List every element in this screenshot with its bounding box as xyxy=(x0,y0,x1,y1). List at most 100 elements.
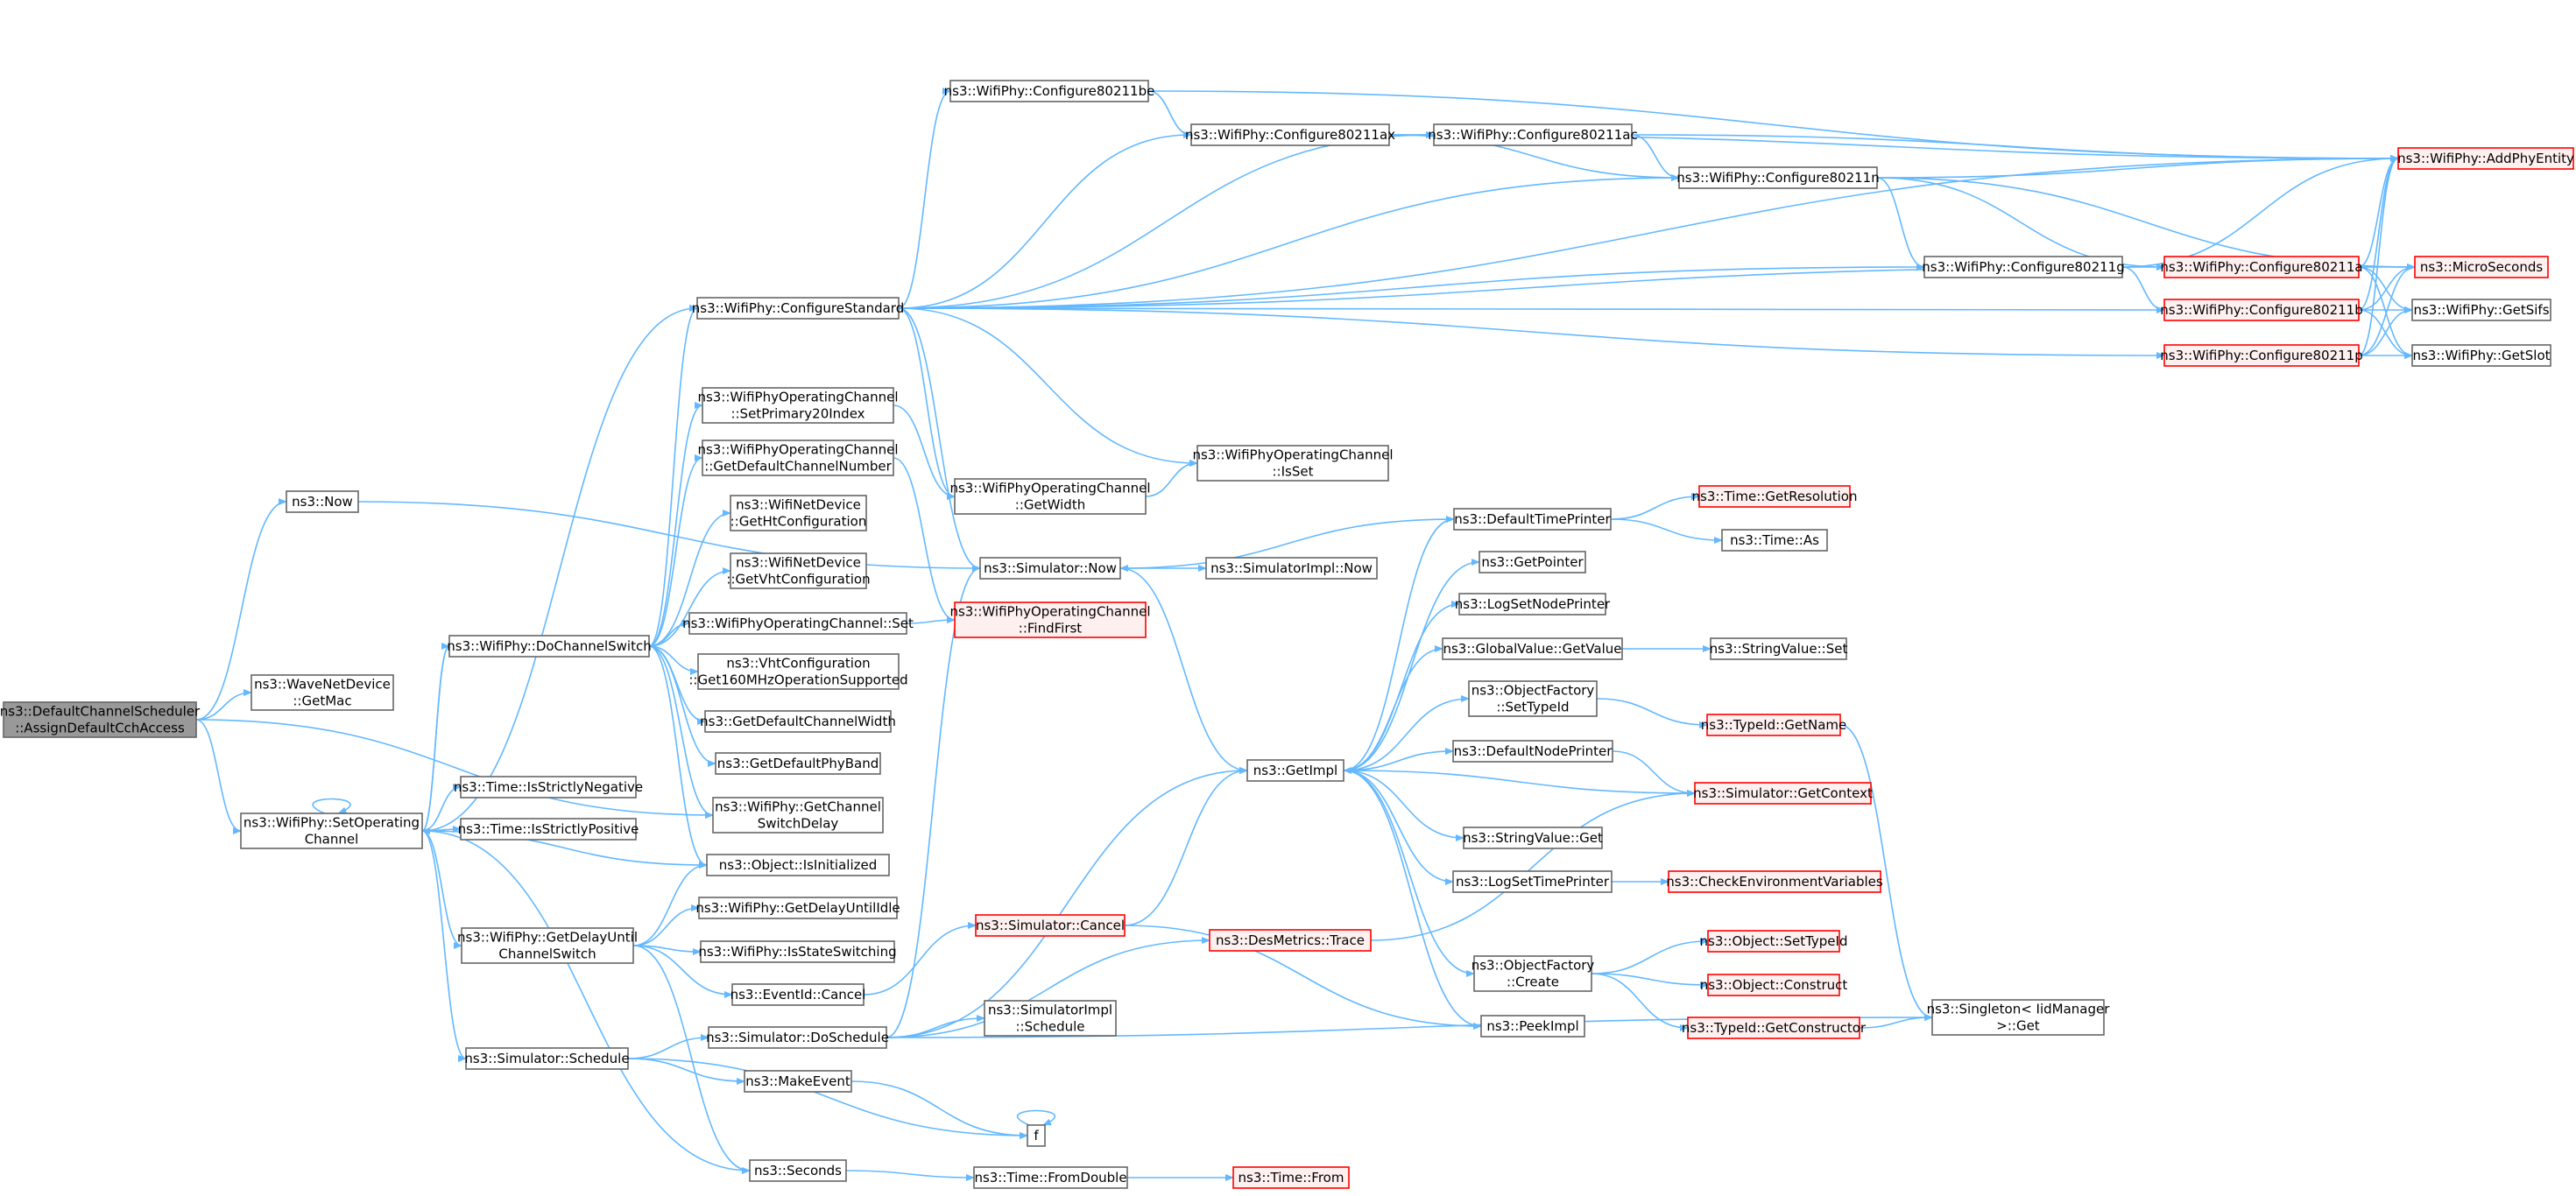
node-label: ns3::Time::FromDouble xyxy=(974,1170,1126,1185)
node-cfgg[interactable]: ns3::WifiPhy::Configure80211g xyxy=(1922,256,2125,278)
node-objsettid[interactable]: ns3::Object::SetTypeId xyxy=(1700,930,1848,953)
node-cfgn[interactable]: ns3::WifiPhy::Configure80211n xyxy=(1676,166,1880,189)
node-box xyxy=(715,752,881,775)
node-findfirst[interactable]: ns3::WifiPhyOperatingChannel::FindFirst xyxy=(949,602,1151,638)
node-getresolution[interactable]: ns3::Time::GetResolution xyxy=(1692,485,1858,508)
node-gethtcfg[interactable]: ns3::WifiNetDevice::GetHtConfiguration xyxy=(730,495,867,531)
node-label: ns3::WifiPhy::GetSifs xyxy=(2413,302,2549,318)
call-edge-dochanswitch-to-opchanset xyxy=(648,620,690,647)
node-isset[interactable]: ns3::WifiPhyOperatingChannel::IsSet xyxy=(1192,445,1394,482)
call-edge-simcancel-to-getimpl xyxy=(1124,767,1248,926)
node-doschedule[interactable]: ns3::Simulator::DoSchedule xyxy=(706,1026,889,1049)
node-cfgstd[interactable]: ns3::WifiPhy::ConfigureStandard xyxy=(692,297,904,320)
node-f[interactable]: f xyxy=(1027,1124,1046,1147)
node-logsettime[interactable]: ns3::LogSetTimePrinter xyxy=(1452,870,1613,893)
node-singleton[interactable]: ns3::Singleton< IidManager>::Get xyxy=(1927,999,2111,1036)
node-ispos[interactable]: ns3::Time::IsStrictlyPositive xyxy=(458,818,639,841)
node-setprim20[interactable]: ns3::WifiPhyOperatingChannel::SetPrimary… xyxy=(697,387,899,424)
node-isstatesw[interactable]: ns3::WifiPhy::IsStateSwitching xyxy=(698,940,897,963)
node-label: ns3::Time::As xyxy=(1730,532,1819,548)
node-typeidgetctor[interactable]: ns3::TypeId::GetConstructor xyxy=(1682,1017,1867,1039)
call-edge-evcancel-to-simcancel xyxy=(863,922,977,995)
node-getpointer[interactable]: ns3::GetPointer xyxy=(1479,551,1586,573)
call-edge-setopchan-to-schedule xyxy=(421,830,467,1062)
node-logsetnode[interactable]: ns3::LogSetNodePrinter xyxy=(1455,593,1611,616)
call-edge-getimpl-to-logsetnode xyxy=(1343,601,1460,771)
node-timeas[interactable]: ns3::Time::As xyxy=(1721,529,1828,552)
node-defnodeprinter[interactable]: ns3::DefaultNodePrinter xyxy=(1452,740,1613,763)
node-objfactcreate[interactable]: ns3::ObjectFactory::Create xyxy=(1471,955,1595,992)
node-getimpl[interactable]: ns3::GetImpl xyxy=(1246,759,1344,782)
node-label: ns3::WifiPhy::ConfigureStandard xyxy=(692,300,904,316)
node-box xyxy=(704,710,892,733)
node-vht160[interactable]: ns3::VhtConfiguration::Get160MHzOperatio… xyxy=(688,653,908,690)
node-timefrom[interactable]: ns3::Time::From xyxy=(1232,1166,1350,1189)
node-checkenv[interactable]: ns3::CheckEnvironmentVariables xyxy=(1666,870,1883,893)
node-label: ns3::VhtConfiguration xyxy=(726,656,870,672)
node-box xyxy=(1190,123,1390,146)
call-edge-getwidth-to-isset xyxy=(1145,460,1198,497)
node-box xyxy=(1209,929,1372,952)
node-now[interactable]: ns3::Now xyxy=(286,490,359,513)
node-simimplnow[interactable]: ns3::SimulatorImpl::Now xyxy=(1205,557,1378,580)
node-label: ::SetTypeId xyxy=(1496,700,1569,715)
node-isinit[interactable]: ns3::Object::IsInitialized xyxy=(706,854,890,876)
node-strvalget[interactable]: ns3::StringValue::Get xyxy=(1463,827,1603,849)
node-getsifs[interactable]: ns3::WifiPhy::GetSifs xyxy=(2411,299,2551,321)
node-getdefchnum[interactable]: ns3::WifiPhyOperatingChannel::GetDefault… xyxy=(697,440,899,476)
node-cfgac[interactable]: ns3::WifiPhy::Configure80211ac xyxy=(1428,123,1638,146)
node-objfactsettid[interactable]: ns3::ObjectFactory::SetTypeId xyxy=(1468,680,1598,717)
node-isneg[interactable]: ns3::Time::IsStrictlyNegative xyxy=(454,776,643,799)
node-cfgb[interactable]: ns3::WifiPhy::Configure80211b xyxy=(2160,299,2363,321)
node-deftimeprinter[interactable]: ns3::DefaultTimePrinter xyxy=(1453,508,1612,531)
node-getwidth[interactable]: ns3::WifiPhyOperatingChannel::GetWidth xyxy=(949,478,1151,515)
node-schedule[interactable]: ns3::Simulator::Schedule xyxy=(464,1047,630,1070)
node-micro[interactable]: ns3::MicroSeconds xyxy=(2414,256,2549,278)
node-box xyxy=(730,552,867,589)
call-edge-simgetctx-to-getimpl xyxy=(1343,767,1696,794)
node-label: ns3::PeekImpl xyxy=(1486,1018,1578,1034)
node-makeevent[interactable]: ns3::MakeEvent xyxy=(744,1070,852,1093)
node-seconds[interactable]: ns3::Seconds xyxy=(749,1159,847,1182)
node-getvhtcfg[interactable]: ns3::WifiNetDevice::GetVhtConfiguration xyxy=(726,552,871,589)
node-addphy[interactable]: ns3::WifiPhy::AddPhyEntity xyxy=(2397,147,2574,170)
node-simnow[interactable]: ns3::Simulator::Now xyxy=(979,557,1121,580)
node-opchanset[interactable]: ns3::WifiPhyOperatingChannel::Set xyxy=(682,612,914,635)
node-getdefphyband[interactable]: ns3::GetDefaultPhyBand xyxy=(715,752,881,775)
call-edge-cfgstd-to-cfgb xyxy=(898,306,2165,313)
node-typeidgetname[interactable]: ns3::TypeId::GetName xyxy=(1701,714,1846,736)
node-box xyxy=(1479,551,1586,573)
node-fromdouble[interactable]: ns3::Time::FromDouble xyxy=(973,1166,1128,1189)
node-label: ::FindFirst xyxy=(1019,621,1083,637)
node-cfga[interactable]: ns3::WifiPhy::Configure80211a xyxy=(2160,256,2363,278)
node-globalval[interactable]: ns3::GlobalValue::GetValue xyxy=(1442,637,1623,660)
node-desmetrics[interactable]: ns3::DesMetrics::Trace xyxy=(1209,929,1372,952)
node-cfgax[interactable]: ns3::WifiPhy::Configure80211ax xyxy=(1185,123,1395,146)
edge-path xyxy=(627,1058,745,1085)
call-edge-cfgn-to-micro xyxy=(1876,177,2416,271)
node-cfgp[interactable]: ns3::WifiPhy::Configure80211p xyxy=(2160,344,2363,367)
edge-path xyxy=(1145,460,1198,497)
call-edge-deftimeprinter-to-timeas xyxy=(1610,518,1723,544)
node-cfgbe[interactable]: ns3::WifiPhy::Configure80211be xyxy=(944,80,1155,102)
node-peekimpl[interactable]: ns3::PeekImpl xyxy=(1480,1015,1585,1038)
node-wavegetmac[interactable]: ns3::WaveNetDevice::GetMac xyxy=(251,674,394,711)
node-simcancel[interactable]: ns3::Simulator::Cancel xyxy=(975,914,1126,937)
node-box xyxy=(2163,344,2360,367)
node-getdefchwidth[interactable]: ns3::GetDefaultChannelWidth xyxy=(700,710,896,733)
node-strvalset[interactable]: ns3::StringValue::Set xyxy=(1710,637,1848,660)
node-objconstruct[interactable]: ns3::Object::Construct xyxy=(1700,974,1848,996)
node-root[interactable]: ns3::DefaultChannelScheduler::AssignDefa… xyxy=(0,701,201,738)
node-label: ns3::WifiPhy::AddPhyEntity xyxy=(2397,151,2574,166)
node-simimplsched[interactable]: ns3::SimulatorImpl::Schedule xyxy=(984,1000,1117,1037)
node-dochanswitch[interactable]: ns3::WifiPhy::DoChannelSwitch xyxy=(447,635,652,658)
call-edge-dochanswitch-to-gethtcfg xyxy=(648,510,731,647)
node-simgetctx[interactable]: ns3::Simulator::GetContext xyxy=(1693,782,1873,805)
node-box xyxy=(2163,256,2360,278)
node-getdelayidle[interactable]: ns3::WifiPhy::GetDelayUntilIdle xyxy=(695,897,900,919)
node-getslot[interactable]: ns3::WifiPhy::GetSlot xyxy=(2411,344,2551,367)
node-evcancel[interactable]: ns3::EventId::Cancel xyxy=(730,983,866,1006)
